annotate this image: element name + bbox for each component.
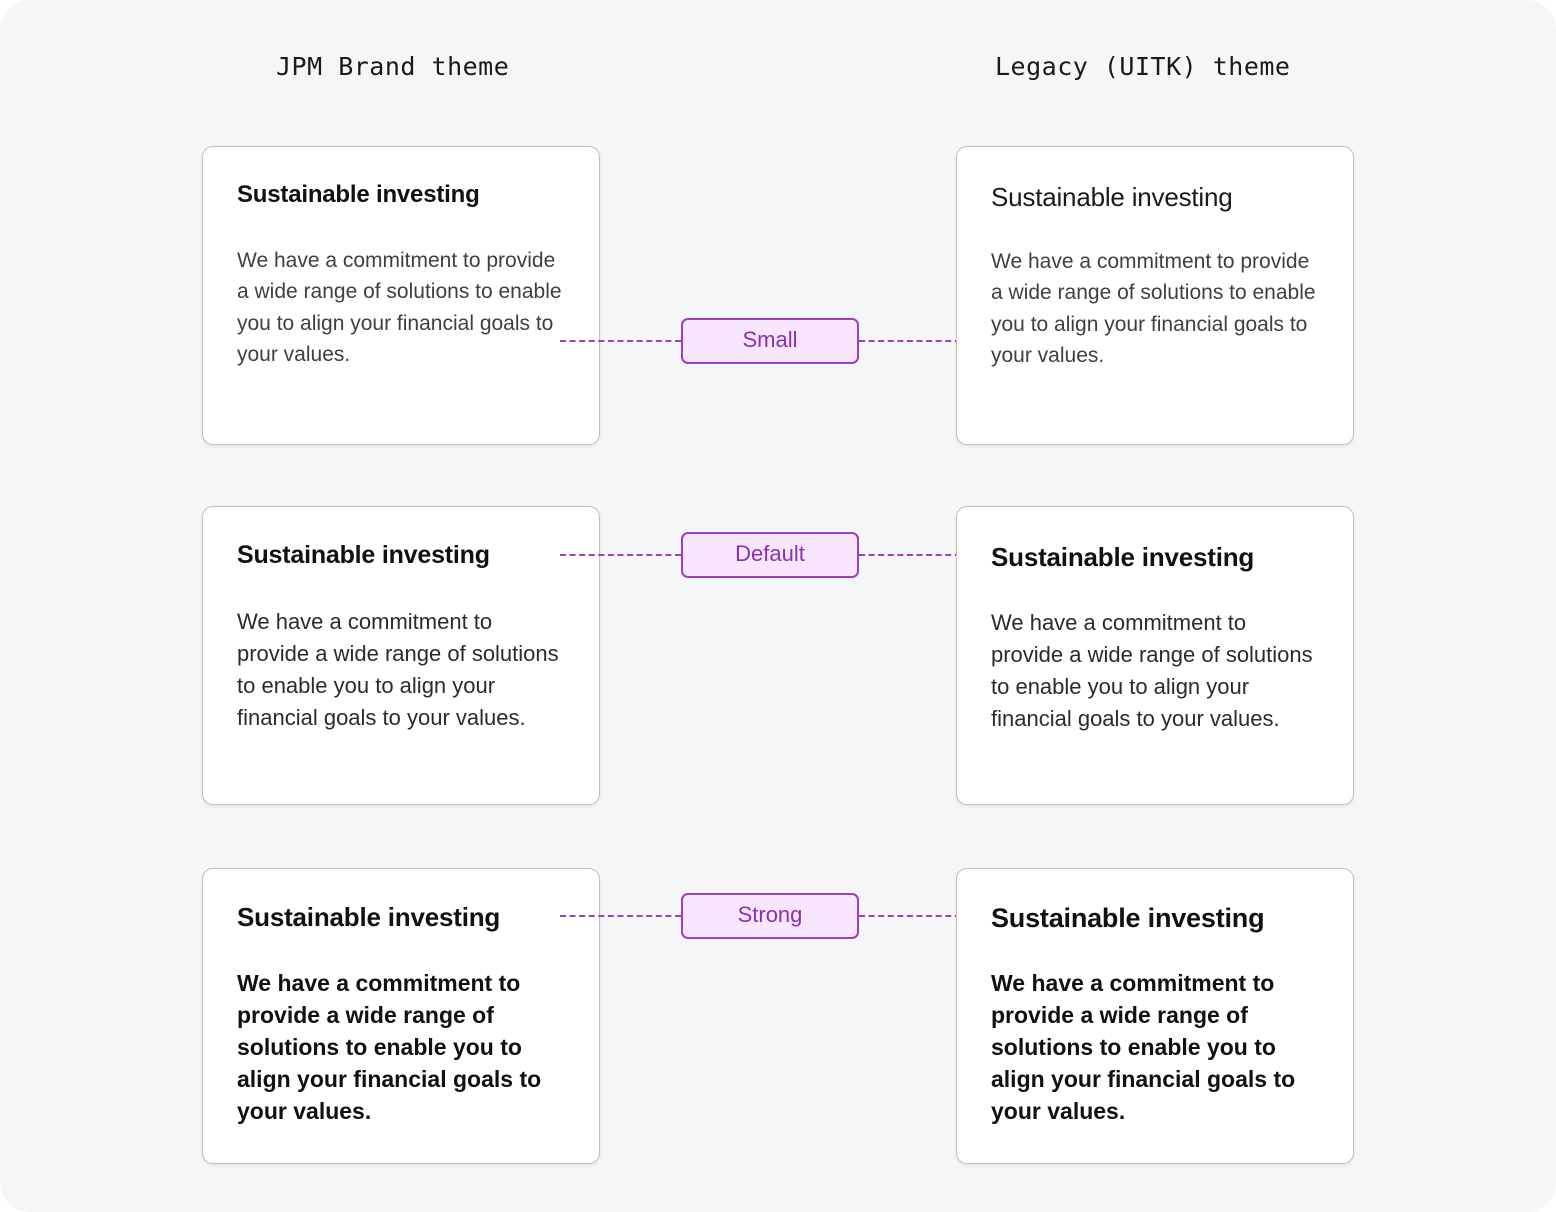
column-header-jpm-brand: JPM Brand theme [276, 52, 510, 81]
card-body: We have a commitment to provide a wide r… [237, 608, 559, 730]
connector-line-left [560, 915, 681, 917]
density-row-small: Sustainable investing We have a commitme… [0, 146, 1556, 446]
card-title: Sustainable investing [991, 182, 1233, 212]
connector-line-right [859, 554, 980, 556]
density-row-default: Sustainable investing We have a commitme… [0, 506, 1556, 806]
card-jpm-default[interactable]: Sustainable investing We have a commitme… [202, 506, 600, 805]
card-uitk-small[interactable]: Sustainable investing We have a commitme… [956, 146, 1354, 445]
card-body: We have a commitment to provide a wide r… [991, 970, 1296, 1125]
connector-line-right [859, 915, 980, 917]
card-uitk-default[interactable]: Sustainable investing We have a commitme… [956, 506, 1354, 805]
connector-default: Default [560, 532, 980, 578]
density-badge-small[interactable]: Small [681, 318, 859, 364]
card-body: We have a commitment to provide a wide r… [991, 609, 1313, 731]
card-body: We have a commitment to provide a wide r… [237, 969, 542, 1124]
card-jpm-strong[interactable]: Sustainable investing We have a commitme… [202, 868, 600, 1164]
density-row-strong: Sustainable investing We have a commitme… [0, 868, 1556, 1164]
connector-strong: Strong [560, 893, 980, 939]
card-title: Sustainable investing [991, 903, 1265, 933]
column-header-legacy-uitk: Legacy (UITK) theme [995, 52, 1291, 81]
density-badge-default[interactable]: Default [681, 532, 859, 578]
card-title: Sustainable investing [991, 542, 1255, 572]
connector-line-left [560, 340, 681, 342]
card-body: We have a commitment to provide a wide r… [237, 248, 562, 367]
card-title: Sustainable investing [237, 541, 490, 569]
card-uitk-strong[interactable]: Sustainable investing We have a commitme… [956, 868, 1354, 1164]
connector-small: Small [560, 318, 980, 364]
connector-line-right [859, 340, 980, 342]
card-jpm-small[interactable]: Sustainable investing We have a commitme… [202, 146, 600, 445]
card-body: We have a commitment to provide a wide r… [991, 249, 1316, 368]
card-title: Sustainable investing [237, 181, 480, 208]
density-badge-strong[interactable]: Strong [681, 893, 859, 939]
connector-line-left [560, 554, 681, 556]
card-title: Sustainable investing [237, 902, 501, 932]
